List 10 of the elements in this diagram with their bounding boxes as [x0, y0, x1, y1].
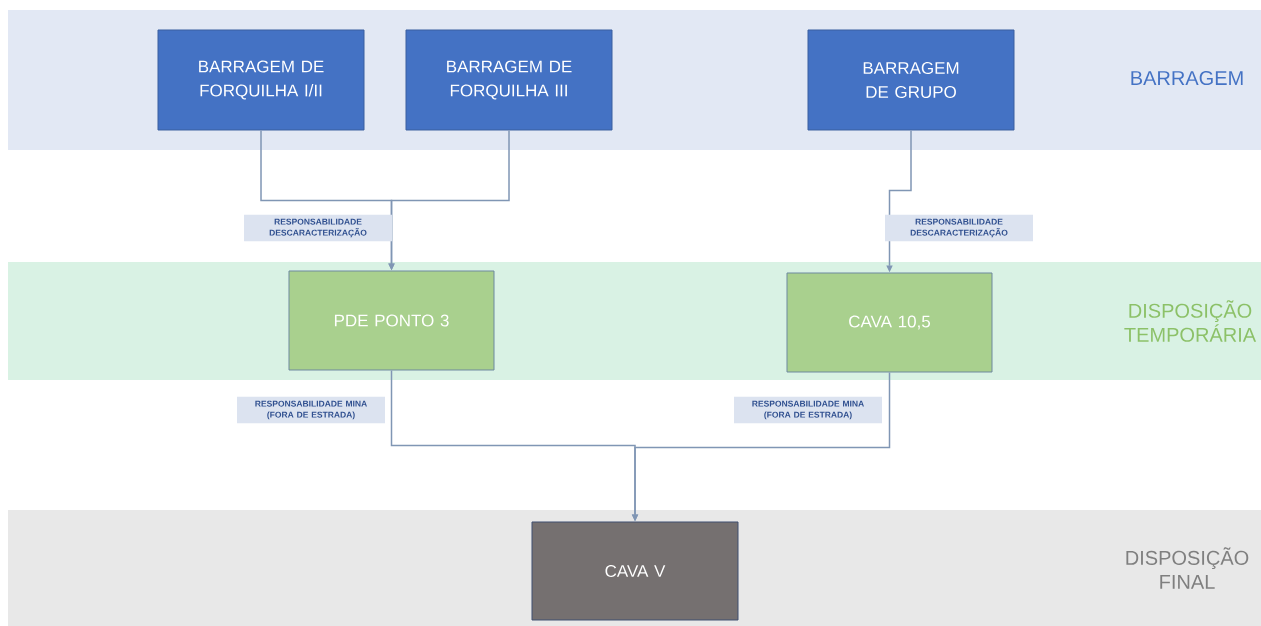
edge-label: RESPONSABILIDADE MINA (FORA DE ESTRADA) [734, 396, 882, 424]
process-box: PDE PONTO 3 [288, 270, 495, 371]
process-box: CAVA 10,5 [786, 272, 993, 373]
process-box: BARRAGEM DE FORQUILHA III [405, 29, 613, 131]
process-box: BARRAGEM DE GRUPO [807, 29, 1015, 131]
edge-label: RESPONSABILIDADE DESCARACTERIZAÇÃO [244, 214, 392, 242]
process-box: CAVA V [531, 521, 739, 621]
edge-label: RESPONSABILIDADE DESCARACTERIZAÇÃO [885, 214, 1033, 242]
edge-label: RESPONSABILIDADE MINA (FORA DE ESTRADA) [237, 396, 385, 424]
process-box: BARRAGEM DE FORQUILHA I/II [157, 29, 365, 131]
